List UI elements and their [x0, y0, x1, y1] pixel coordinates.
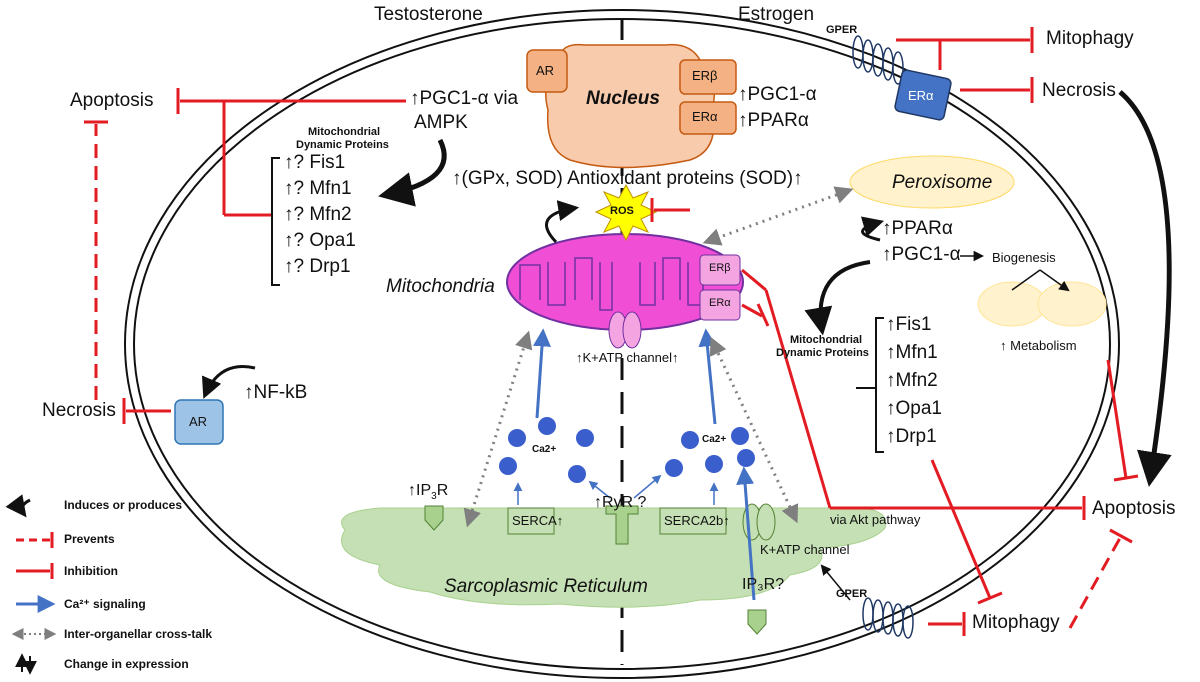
- left-dynamic-title-1: Mitochondrial: [308, 126, 381, 138]
- antioxidant-label: ↑(GPx, SOD) Antioxidant proteins (SOD)↑: [452, 168, 803, 189]
- left-protein-mfn2: ↑? Mfn2: [284, 204, 352, 225]
- er-alpha-nucleus-receptor: [679, 101, 737, 135]
- crosstalk-arrows: [463, 186, 854, 528]
- left-protein-mfn1: ↑? Mfn1: [284, 178, 352, 199]
- mitochondria-cristae: [519, 257, 704, 311]
- right-pgc1a-label: ↑PGC1-α: [882, 244, 961, 265]
- right-protein-drp1: ↑Drp1: [886, 426, 937, 447]
- serca2b-label: SERCA2b↑: [664, 513, 730, 528]
- mitophagy-bottom-label: Mitophagy: [972, 612, 1060, 633]
- biogenesis-organelle-right: [1037, 281, 1107, 327]
- nucleus-shape: [545, 43, 715, 169]
- ar-cytoplasm-label: AR: [189, 414, 208, 429]
- right-protein-fis1: ↑Fis1: [886, 314, 932, 335]
- er-beta-mito-label: ERβ: [709, 262, 731, 274]
- left-protein-drp1: ↑? Drp1: [284, 256, 351, 277]
- right-dynamic-title-2: Dynamic Proteins: [776, 347, 869, 359]
- ar-nucleus-receptor: [526, 49, 568, 93]
- nfkb-label: ↑NF-kB: [244, 382, 308, 403]
- left-protein-bracket: [271, 157, 280, 286]
- er-beta-nucleus-receptor: [679, 59, 737, 95]
- ar-cytoplasm-receptor: [174, 399, 224, 445]
- gper-top-receptor: [852, 35, 904, 85]
- right-protein-mfn1: ↑Mfn1: [886, 342, 938, 363]
- legend-crosstalk-label: Inter-organellar cross-talk: [64, 627, 213, 641]
- ros-label: ROS: [610, 205, 634, 217]
- ip3r-right-label: IP₃R?: [742, 576, 785, 593]
- left-dynamic-title-2: Dynamic Proteins: [296, 139, 389, 151]
- mitochondria-label: Mitochondria: [386, 276, 495, 297]
- legend-prevents-label: Prevents: [64, 532, 115, 546]
- prevents-lines: [94, 124, 1122, 629]
- nucleus-ppara-label: ↑PPARα: [738, 110, 809, 131]
- right-dynamic-title-1: Mitochondrial: [790, 334, 863, 346]
- katp-sr-channel-right: [756, 503, 776, 541]
- biogenesis-arrows: [1011, 269, 1068, 290]
- er-alpha-mito-label: ERα: [709, 297, 731, 309]
- biogenesis-label: Biogenesis: [992, 250, 1056, 265]
- er-alpha-membrane-label: ERα: [908, 88, 934, 103]
- er-alpha-nucleus-label: ERα: [692, 109, 718, 124]
- left-apoptosis-label: Apoptosis: [70, 90, 154, 111]
- legend-icons: [5, 494, 57, 675]
- ryr-channel: [605, 505, 639, 545]
- expression-change-icon: [15, 653, 37, 675]
- ryr-label: ↑RyR ?: [594, 494, 647, 511]
- ip3r-left-label: ↑IP3R: [408, 482, 449, 503]
- legend-induces-label: Induces or produces: [64, 498, 183, 512]
- ip3r-left-channel: [424, 505, 444, 531]
- induces-icon: [5, 494, 31, 518]
- peroxisome-shape: [849, 155, 1015, 209]
- ca2-right-label: Ca2+: [702, 434, 727, 445]
- prevents-bars: [84, 120, 1133, 544]
- er-beta-mito-receptor: [699, 254, 741, 286]
- cell-membrane-outer: [124, 9, 1120, 679]
- right-protein-bracket: [856, 317, 884, 453]
- right-protein-mfn2: ↑Mfn2: [886, 370, 938, 391]
- left-protein-fis1: ↑? Fis1: [284, 152, 346, 173]
- right-protein-opa1: ↑Opa1: [886, 398, 942, 419]
- right-necrosis-label: Necrosis: [1042, 80, 1116, 101]
- inhibition-lines: [122, 27, 1139, 636]
- estrogen-title: Estrogen: [738, 4, 815, 25]
- peroxisome-label: Peroxisome: [892, 172, 993, 193]
- ros-burst: [594, 183, 658, 242]
- ca2-left-label: Ca2+: [532, 444, 557, 455]
- pgc-via-label: ↑PGC1-α via: [410, 88, 519, 109]
- katp-mito-label: ↑K+ATP channel↑: [576, 350, 679, 365]
- ar-nucleus-label: AR: [536, 63, 555, 78]
- gper-top-label: GPER: [826, 24, 858, 36]
- gper-bottom-label: GPER: [836, 588, 868, 600]
- katp-mito-channel-right: [622, 311, 642, 349]
- testosterone-title: Testosterone: [374, 4, 483, 25]
- induction-arrows: [201, 90, 1172, 601]
- katp-sr-label: K+ATP channel: [760, 542, 850, 557]
- er-alpha-mito-receptor: [699, 289, 741, 321]
- ip3r-right-channel: [747, 609, 767, 635]
- right-apoptosis-label: Apoptosis: [1092, 498, 1176, 519]
- sr-label: Sarcoplasmic Reticulum: [444, 576, 648, 597]
- legend-inhibition-label: Inhibition: [64, 564, 118, 578]
- serca-label: SERCA↑: [512, 513, 564, 528]
- right-ppara-label: ↑PPARα: [882, 218, 953, 239]
- nucleus-label: Nucleus: [586, 88, 660, 109]
- metabolism-label: ↑ Metabolism: [1000, 338, 1077, 353]
- ampk-label: AMPK: [414, 112, 468, 133]
- left-protein-opa1: ↑? Opa1: [284, 230, 356, 251]
- nucleus-pgc1a-label: ↑PGC1-α: [738, 84, 817, 105]
- mitophagy-top-label: Mitophagy: [1046, 28, 1134, 49]
- biogenesis-organelle-left: [977, 281, 1047, 327]
- er-alpha-membrane-receptor: [894, 69, 952, 121]
- legend-ca-label: Ca²⁺ signaling: [64, 597, 146, 611]
- left-necrosis-label: Necrosis: [42, 400, 116, 421]
- er-beta-nucleus-label: ERβ: [692, 68, 718, 83]
- legend-expression-label: Change in expression: [64, 657, 189, 671]
- gper-bottom-receptor: [862, 597, 914, 639]
- akt-pathway-label: via Akt pathway: [830, 512, 921, 527]
